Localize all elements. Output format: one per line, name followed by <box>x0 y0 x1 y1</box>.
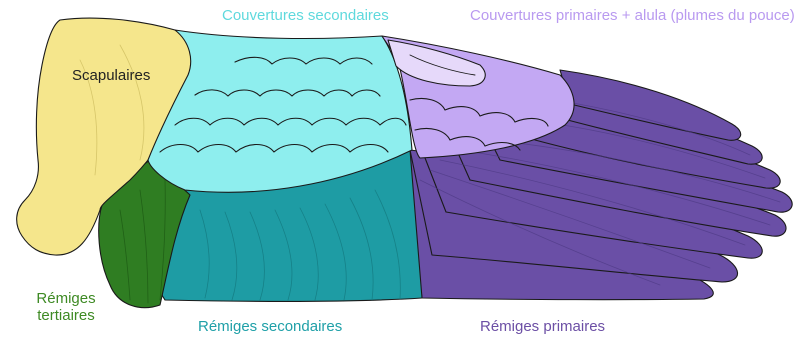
label-remiges-tertiaires: Rémiges tertiaires <box>16 290 116 324</box>
label-remiges-tertiaires-line1: Rémiges <box>16 290 116 307</box>
label-couvertures-secondaires: Couvertures secondaires <box>222 7 389 24</box>
label-remiges-tertiaires-line2: tertiaires <box>16 307 116 324</box>
label-scapulaires: Scapulaires <box>72 67 150 84</box>
label-remiges-primaires: Rémiges primaires <box>480 318 605 335</box>
label-remiges-secondaires: Rémiges secondaires <box>198 318 342 335</box>
label-couvertures-primaires: Couvertures primaires + alula (plumes du… <box>470 7 795 24</box>
